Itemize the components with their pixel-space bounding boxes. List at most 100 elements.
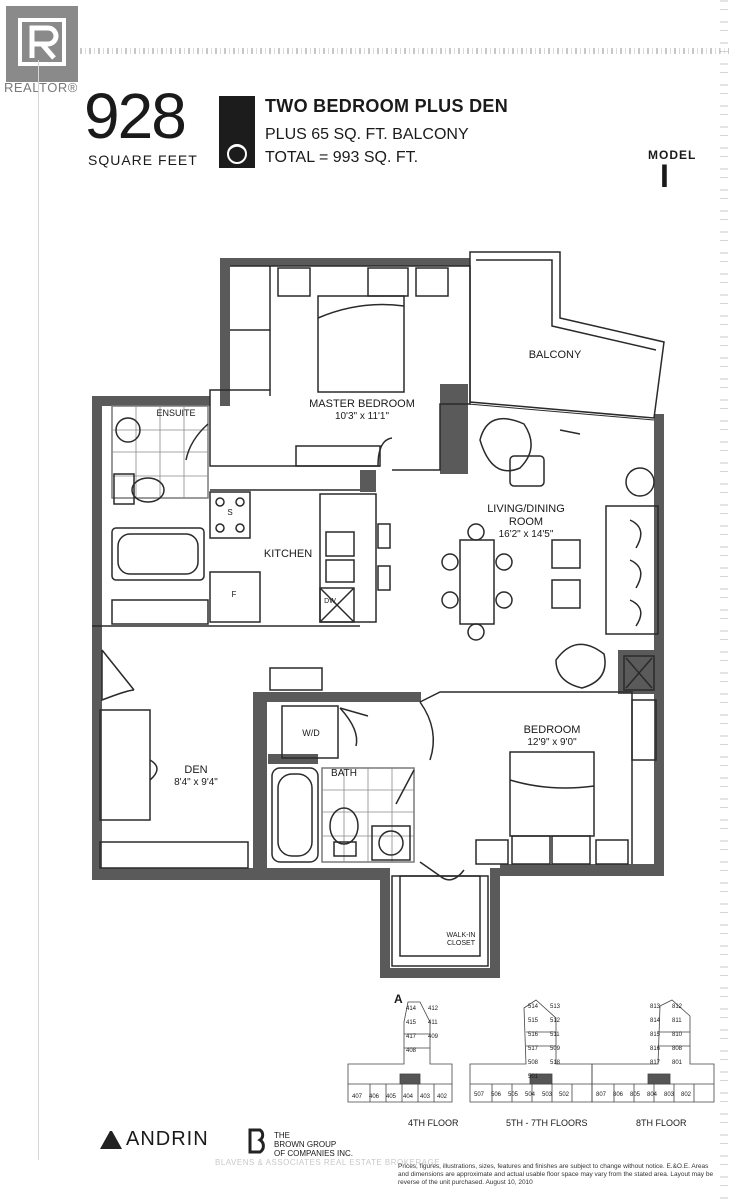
floor-label-8th: 8TH FLOOR <box>636 1118 687 1128</box>
scan-artifact <box>38 60 39 1160</box>
unit-number: 501 <box>528 1074 539 1080</box>
unit-number: 403 <box>420 1094 431 1100</box>
bedroom-window <box>631 699 657 761</box>
dining-table <box>459 539 495 625</box>
door-swing <box>377 437 393 467</box>
unit-number: 813 <box>650 1004 661 1010</box>
unit-number: 814 <box>650 1018 661 1024</box>
unit-number: 417 <box>406 1034 417 1040</box>
unit-number: 406 <box>369 1094 380 1100</box>
unit-number: 802 <box>681 1092 692 1098</box>
realtor-r-icon <box>10 10 74 74</box>
den-cabinet <box>269 667 323 691</box>
key-plan-marker: A <box>394 992 403 1006</box>
unit-number: 807 <box>596 1092 607 1098</box>
armchair <box>479 418 532 472</box>
ensuite-tub <box>111 527 205 581</box>
door-swing <box>185 423 209 461</box>
unit-number: 808 <box>672 1046 683 1052</box>
armchair <box>555 643 606 689</box>
bath-toilet <box>329 807 359 845</box>
unit-number: 812 <box>672 1004 683 1010</box>
room-name: WALK-IN <box>446 932 476 939</box>
nightstand <box>277 267 311 297</box>
bath-tub <box>271 767 319 863</box>
balcony-rail <box>476 259 657 351</box>
key-plans: A 4TH FLOOR 5TH - 7TH FLOORS 8TH FLOOR 4… <box>330 992 720 1128</box>
unit-number: 514 <box>528 1004 539 1010</box>
dresser <box>295 445 381 467</box>
bath-vanity <box>371 825 411 861</box>
master-bed <box>317 295 405 393</box>
room-dims: 12'9" x 9'0" <box>527 737 577 749</box>
room-ensuite: ENSUITE <box>156 408 196 418</box>
unit-number: 509 <box>550 1046 561 1052</box>
room-bedroom: BEDROOM 12'9" x 9'0" <box>512 724 592 749</box>
floor-label-5th-7th: 5TH - 7TH FLOORS <box>506 1118 588 1128</box>
model-id: I <box>660 158 669 194</box>
door-swing <box>339 707 369 747</box>
bedroom-bed <box>509 751 595 837</box>
ensuite-sink <box>115 417 141 443</box>
agency-watermark: BLAVENS & ASSOCIATES REAL ESTATE BROKERA… <box>215 1158 441 1167</box>
brand-emblem-icon <box>219 96 255 168</box>
door-swing <box>395 769 415 805</box>
unit-number: 408 <box>406 1048 417 1054</box>
unit-number: 815 <box>650 1032 661 1038</box>
key-plan-drawings <box>347 999 715 1103</box>
unit-number: 810 <box>672 1032 683 1038</box>
unit-number: 811 <box>672 1018 682 1024</box>
room-master-bedroom: MASTER BEDROOM 10'3" x 11'1" <box>306 398 418 423</box>
unit-number: 411 <box>428 1020 438 1026</box>
unit-number: 513 <box>550 1004 561 1010</box>
room-name: LIVING/DINING <box>487 503 565 515</box>
room-dims: 10'3" x 11'1" <box>334 411 390 423</box>
unit-number: 404 <box>403 1094 414 1100</box>
unit-number: 504 <box>525 1092 536 1098</box>
side-table <box>625 467 655 497</box>
room-bath: BATH <box>331 768 357 779</box>
fridge <box>209 571 261 623</box>
unit-number: 803 <box>664 1092 675 1098</box>
room-name: DEN <box>184 764 208 776</box>
builder-line: BROWN GROUP <box>274 1139 337 1149</box>
unit-number: 506 <box>491 1092 502 1098</box>
label-dishwasher: DW <box>324 598 336 605</box>
ottoman <box>551 539 581 569</box>
balcony-area: PLUS 65 SQ. FT. BALCONY <box>265 126 469 143</box>
brown-group-logo-icon <box>246 1128 270 1154</box>
unit-number: 801 <box>672 1060 683 1066</box>
unit-number: 515 <box>528 1018 539 1024</box>
den-shelf <box>99 841 249 869</box>
room-dims: 16'2" x 14'5" <box>498 529 554 541</box>
room-name: CLOSET <box>446 940 475 948</box>
label-fridge: F <box>231 590 237 599</box>
label-washer-dryer: W/D <box>302 728 320 738</box>
unit-number: 511 <box>550 1032 560 1038</box>
room-balcony: BALCONY <box>528 349 582 361</box>
disclaimer: Prices, figures, illustrations, sizes, f… <box>398 1163 714 1187</box>
scan-artifact <box>720 0 728 1200</box>
room-den: DEN 8'4" x 9'4" <box>164 764 228 789</box>
column <box>623 655 655 691</box>
unit-number: 402 <box>437 1094 448 1100</box>
unit-number: 502 <box>559 1092 570 1098</box>
unit-number: 805 <box>630 1092 641 1098</box>
unit-number: 516 <box>528 1032 539 1038</box>
room-name: ROOM <box>508 516 544 529</box>
label-stove: S <box>227 508 233 517</box>
model-label: MODEL <box>648 148 697 162</box>
builder-line: THE <box>274 1131 290 1140</box>
nightstand <box>367 267 409 297</box>
realtor-logo <box>6 6 78 82</box>
unit-number: 412 <box>428 1006 439 1012</box>
unit-number: 409 <box>428 1034 439 1040</box>
unit-number: 407 <box>352 1094 363 1100</box>
unit-number: 505 <box>508 1092 519 1098</box>
door-swing <box>101 649 135 702</box>
unit-number: 503 <box>542 1092 553 1098</box>
builder-name: THE BROWN GROUP OF COMPANIES INC. <box>274 1131 353 1158</box>
unit-number: 804 <box>647 1092 658 1098</box>
total-area: TOTAL = 993 SQ. FT. <box>265 149 419 166</box>
ensuite-toilet <box>131 477 165 503</box>
